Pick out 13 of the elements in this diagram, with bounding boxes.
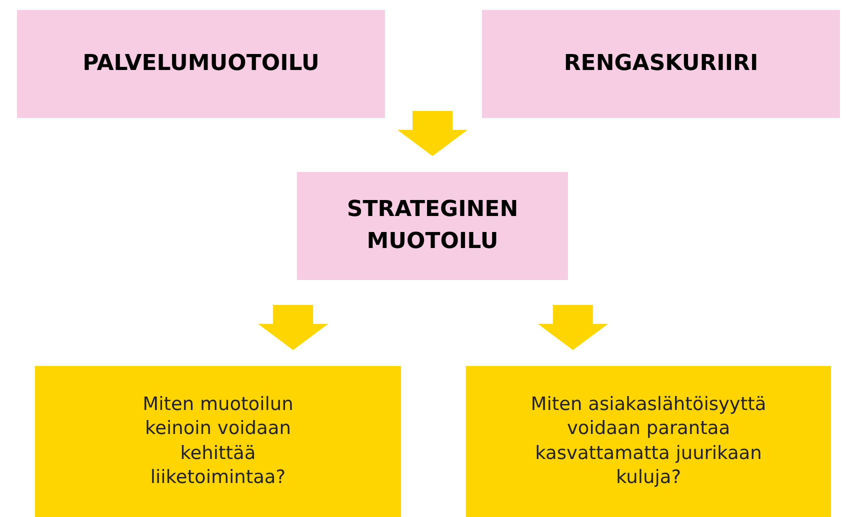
- block-arrow: [258, 305, 328, 350]
- block-arrow: [538, 305, 608, 350]
- question-text: Miten asiakaslähtöisyyttä voidaan parantaa kasvattamatta juurikaan kuluja?: [530, 393, 768, 490]
- topic-title: PALVELUMUOTOILU: [82, 50, 320, 78]
- topic-title: STRATEGINEN MUOTOILU: [346, 196, 520, 256]
- topic-box: [297, 172, 568, 280]
- topic-title: RENGASKURIIRI: [562, 50, 760, 78]
- question-box: [35, 366, 401, 517]
- topic-box: [17, 10, 385, 118]
- block-arrow: [398, 111, 468, 156]
- topic-box: [482, 10, 840, 118]
- question-text: Miten muotoilun keinoin voidaan kehittää liiketoimintaa?: [142, 393, 294, 490]
- question-box: [466, 366, 831, 517]
